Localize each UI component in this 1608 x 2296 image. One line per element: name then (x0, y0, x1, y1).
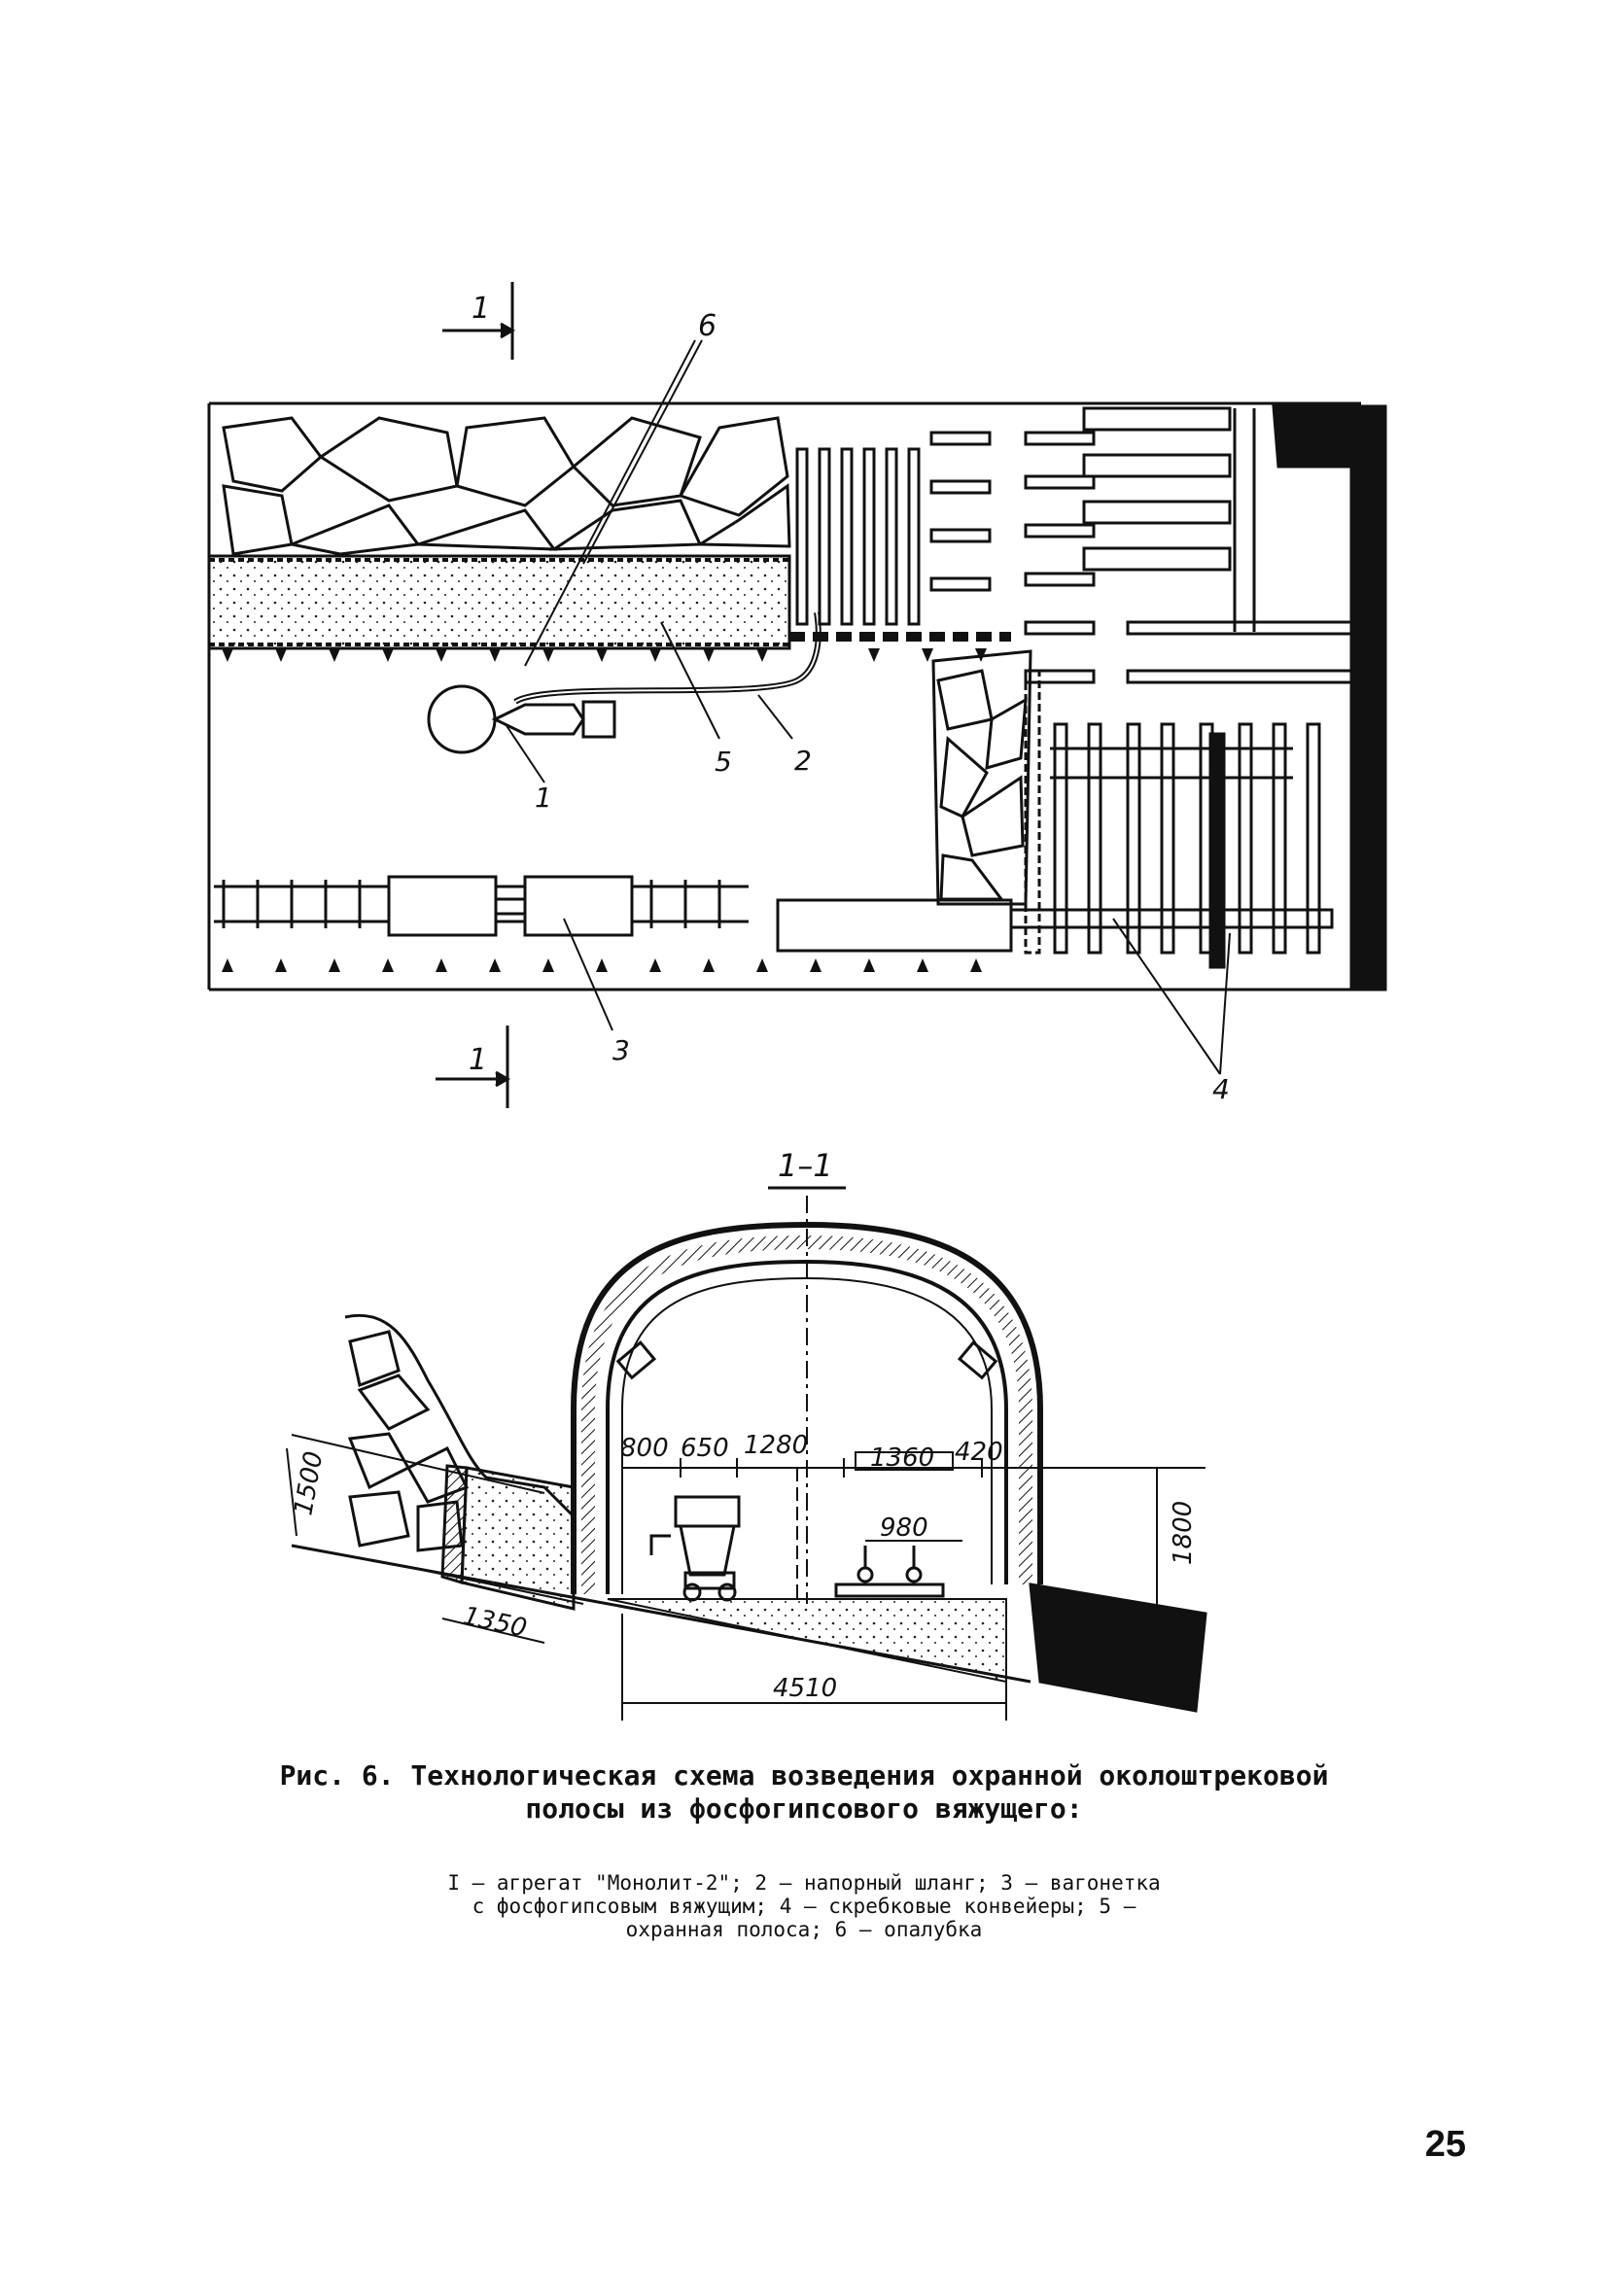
caption-title-line-2: полосы из фосфогипсового вяжущего: (525, 1792, 1083, 1825)
callout-3: 3 (612, 1034, 630, 1066)
lining-teeth-upper (222, 648, 987, 662)
wagon-2 (523, 875, 634, 937)
coal-seam-section (1029, 1583, 1207, 1713)
dim-1280: 1280 (744, 1431, 808, 1460)
legend-line-1: I – агрегат "Монолит-2"; 2 – напорный шл… (447, 1871, 1161, 1895)
dim-1800: 1800 (1169, 1501, 1198, 1565)
legend-line-2: с фосфогипсовым вяжущим; 4 – скребковые … (472, 1895, 1136, 1918)
figure-caption: Рис. 6. Технологическая схема возведения… (0, 1759, 1608, 1826)
legend-line-3: охранная полоса; 6 – опалубка (625, 1918, 983, 1941)
dim-1500: 1500 (289, 1449, 329, 1517)
page-number: 25 (1424, 2124, 1466, 2165)
dim-650: 650 (681, 1434, 729, 1463)
dim-4510: 4510 (773, 1674, 837, 1703)
conveyor-body (776, 898, 1013, 953)
wagon-1 (387, 875, 498, 937)
roadway-right-supports (1082, 406, 1353, 684)
rock-pillar (931, 649, 1032, 906)
leader-lines (505, 339, 1231, 1075)
section-label-bottom: 1 (469, 1043, 487, 1077)
protective-strip (207, 554, 791, 650)
section-strip (460, 1466, 576, 1611)
dimension-lines (286, 1447, 1158, 1721)
figure-legend: I – агрегат "Монолит-2"; 2 – напорный шл… (0, 1871, 1608, 1941)
caption-title: Рис. 6. Технологическая схема возведения… (0, 1759, 1608, 1826)
section-marker-top (442, 282, 515, 360)
cross-section (286, 1196, 1207, 1721)
monolit-unit-section (649, 1495, 741, 1602)
caption-title-line-1: Рис. 6. Технологическая схема возведения… (279, 1759, 1329, 1792)
rock-mass-top (222, 416, 791, 556)
dim-1360: 1360 (870, 1444, 934, 1473)
callout-1: 1 (535, 782, 552, 814)
plan-view (207, 282, 1387, 1108)
arch-outer (571, 1221, 1043, 1594)
scraper-conveyors (1009, 669, 1334, 969)
conveyor-section (834, 1546, 945, 1598)
section-title: 1–1 (778, 1147, 833, 1184)
callout-4: 4 (1212, 1073, 1230, 1105)
section-marker-bottom (436, 1026, 510, 1108)
section-label-top: 1 (472, 292, 490, 326)
dim-420: 420 (955, 1438, 1003, 1467)
dim-980: 980 (880, 1513, 928, 1543)
roof-bars-upper (929, 431, 1096, 684)
callout-5: 5 (715, 746, 732, 778)
monolit-unit (427, 684, 616, 754)
dim-800: 800 (620, 1434, 669, 1463)
dim-1350: 1350 (461, 1602, 530, 1644)
technological-scheme-figure: 1 1 6 5 2 1 3 4 1–1 (207, 282, 1387, 1721)
coal-seam (1349, 404, 1387, 991)
lining-teeth-lower (222, 958, 982, 972)
callout-2: 2 (794, 745, 812, 777)
callout-6: 6 (698, 309, 717, 343)
formwork-props (789, 447, 1011, 642)
